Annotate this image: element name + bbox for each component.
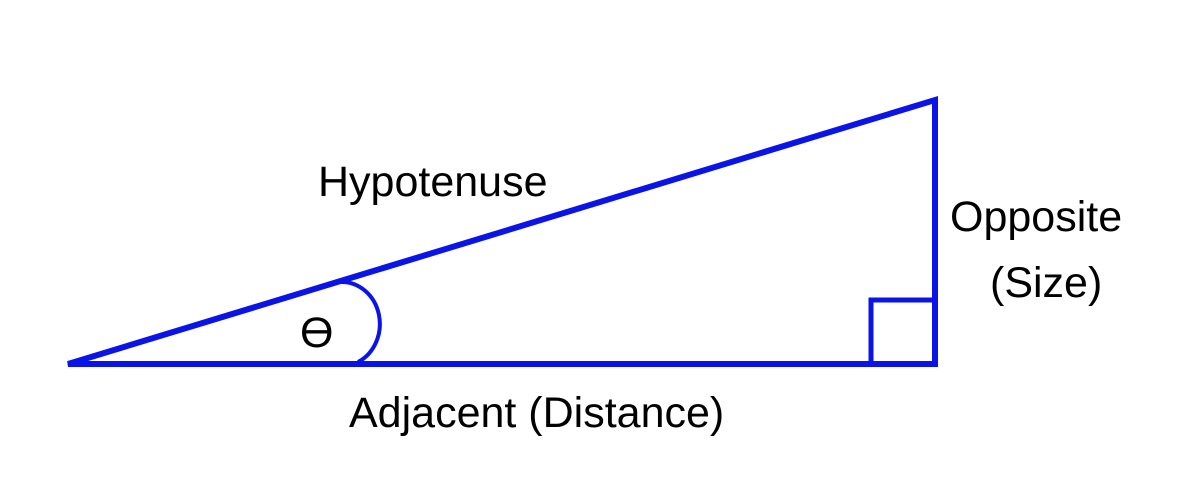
right-angle-marker xyxy=(868,297,935,364)
triangle xyxy=(67,95,938,367)
triangle-outline xyxy=(67,95,938,367)
size-label: (Size) xyxy=(990,259,1102,307)
opposite-label: Opposite xyxy=(950,193,1122,241)
adjacent-label: Adjacent (Distance) xyxy=(349,389,724,437)
hypotenuse-label: Hypotenuse xyxy=(318,158,548,206)
angle-arc xyxy=(340,279,382,364)
theta-label: Ɵ xyxy=(300,309,333,357)
